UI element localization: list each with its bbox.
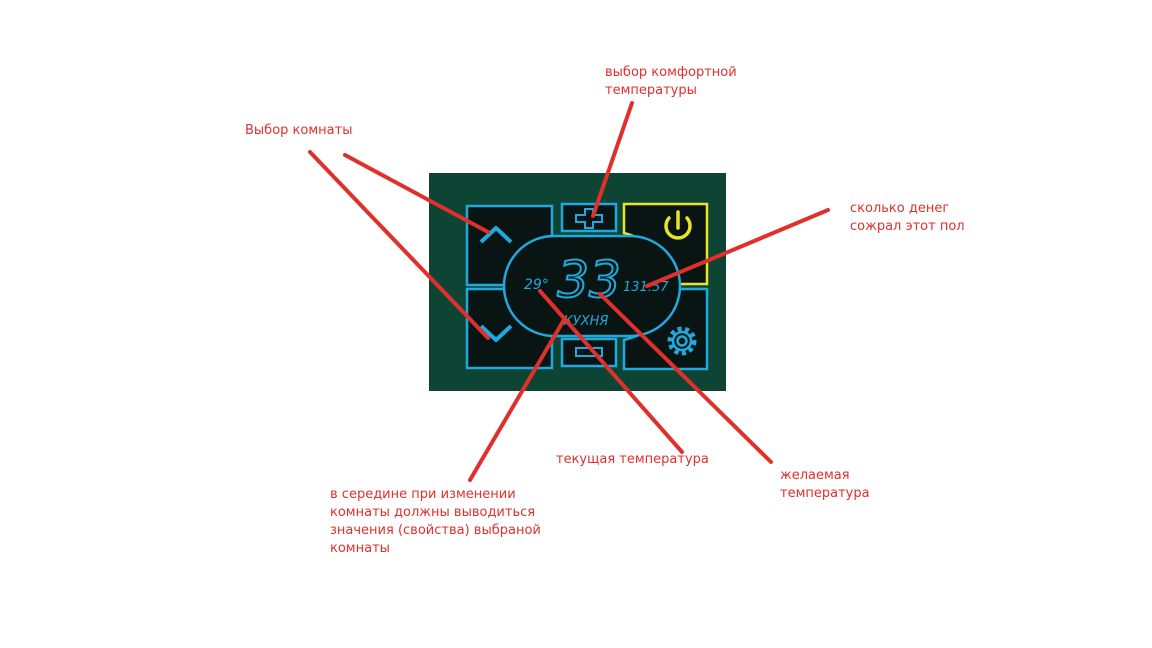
- note-current-temp-text: текущая температура: [556, 452, 709, 467]
- current-temperature: 29°: [524, 277, 549, 293]
- note-room-select-text: Выбор комнаты: [245, 123, 353, 138]
- savings-value: 131.57: [623, 280, 669, 295]
- note-comfort-temp-line1: выбор комфортной: [605, 65, 737, 80]
- note-desired-temp-line1: желаемая: [780, 468, 850, 483]
- note-room-props-line1: в середине при изменении: [330, 487, 516, 502]
- room-name: КУХНЯ: [564, 314, 609, 329]
- target-temperature: 33: [557, 251, 621, 309]
- note-room-props: в середине при изменении комнаты должны …: [330, 486, 541, 558]
- note-room-props-line4: комнаты: [330, 541, 390, 556]
- note-room-select: Выбор комнаты: [245, 122, 352, 140]
- note-money-saved-line1: сколько денег: [850, 201, 950, 216]
- note-comfort-temp-line2: температуры: [605, 83, 697, 98]
- note-desired-temp: желаемая температура: [780, 467, 870, 503]
- plus-button[interactable]: [560, 202, 618, 233]
- note-comfort-temp: выбор комфортной температуры: [605, 64, 737, 100]
- note-room-props-line2: комнаты должны выводиться: [330, 505, 536, 520]
- note-room-props-line3: значения (свойства) выбраной: [330, 523, 541, 538]
- note-desired-temp-line2: температура: [780, 486, 870, 501]
- note-money-saved-line2: сожрал этот пол: [850, 219, 965, 234]
- note-current-temp: текущая температура: [556, 451, 709, 469]
- minus-button[interactable]: [560, 337, 618, 368]
- note-money-saved: сколько денег сожрал этот пол: [850, 200, 965, 236]
